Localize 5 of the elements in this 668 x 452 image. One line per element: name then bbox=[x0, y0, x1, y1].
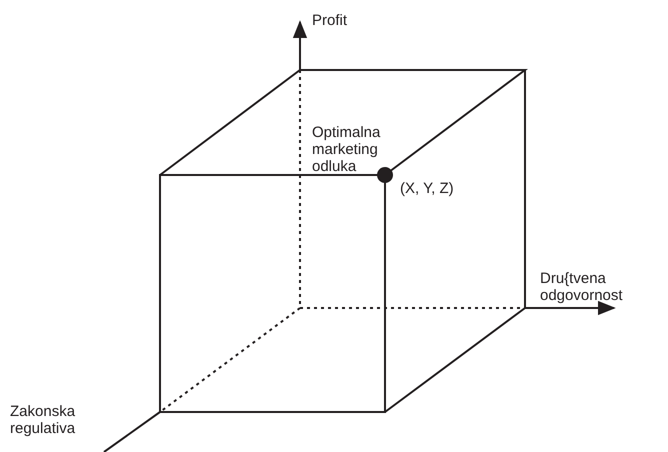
point-label: Optimalna marketing odluka bbox=[312, 124, 382, 175]
axis-label: Zakonska regulativa bbox=[10, 403, 76, 437]
axis-label: Profit bbox=[312, 12, 348, 29]
axis-label: Dru{tvena odgovornost bbox=[540, 270, 624, 304]
coordinate-label: (X, Y, Z) bbox=[400, 180, 454, 197]
